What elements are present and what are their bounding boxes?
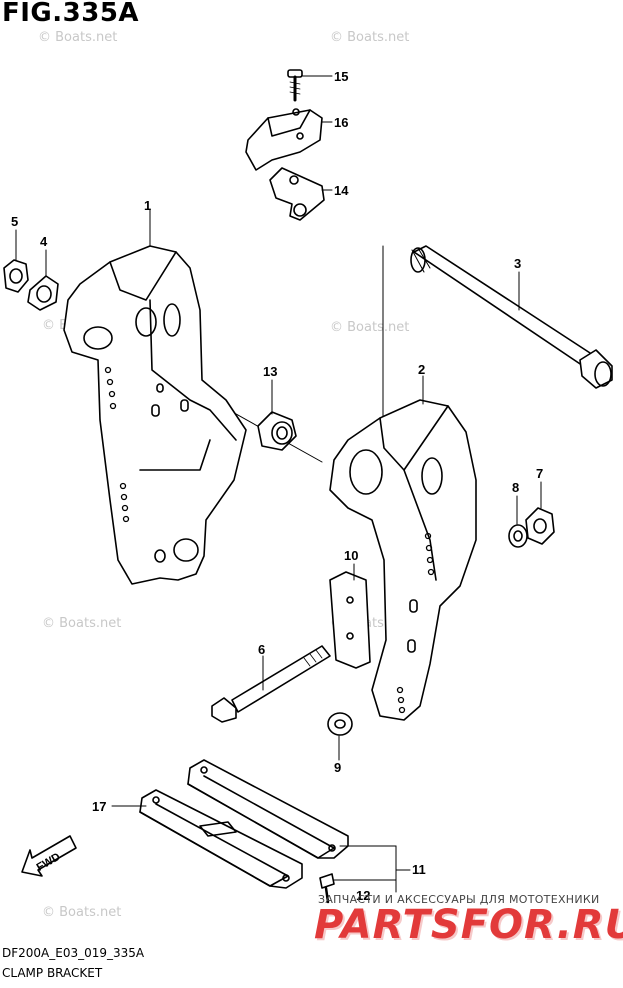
callout-16: 16 [334, 115, 348, 130]
part-12-screw [319, 873, 335, 904]
callout-14: 14 [334, 183, 349, 198]
callout-2: 2 [418, 362, 425, 377]
part-9-washer [327, 712, 353, 736]
part-7-nut [525, 507, 555, 545]
part-3-tilt-tube [410, 245, 613, 389]
promo-tagline: ЗАПЧАСТИ И АКСЕССУАРЫ ДЛЯ МОТОТЕХНИКИ [318, 893, 600, 906]
watermark: © Boats.net [42, 616, 122, 631]
callout-9: 9 [334, 760, 341, 775]
callout-13: 13 [263, 364, 277, 379]
callout-8: 8 [512, 480, 519, 495]
leader-lines [111, 75, 542, 893]
callout-7: 7 [536, 466, 543, 481]
part-10-plate [329, 571, 371, 669]
watermark: © Boats.net [42, 905, 122, 920]
part-15-bolt [287, 69, 303, 102]
promo-brand: PARTSFOR.RU [314, 902, 623, 948]
part-6-bolt [211, 645, 331, 723]
part-11-pad [187, 759, 349, 859]
part-17-pad [139, 789, 303, 889]
part-2-clamp-bracket-right [329, 399, 477, 721]
callout-10: 10 [344, 548, 358, 563]
callout-1: 1 [144, 198, 151, 213]
callout-4: 4 [40, 234, 48, 249]
figure-title: FIG.335A [2, 0, 140, 28]
diagram-code: DF200A_E03_019_335A [2, 946, 145, 960]
callout-12: 12 [356, 888, 370, 903]
callouts: 1 2 3 4 5 6 7 8 9 10 11 12 13 14 15 16 1… [11, 69, 543, 903]
callout-15: 15 [334, 69, 348, 84]
callout-6: 6 [258, 642, 265, 657]
diagram-name: CLAMP BRACKET [2, 966, 103, 980]
part-5-nut [3, 259, 29, 293]
watermark: © Boats.net [330, 320, 410, 335]
watermark: © Boats.net [330, 30, 410, 45]
watermark: © Boats.net [38, 30, 118, 45]
part-1-clamp-bracket-left [63, 245, 247, 585]
callout-3: 3 [514, 256, 521, 271]
callout-17: 17 [92, 799, 106, 814]
part-16-cover [245, 108, 323, 171]
callout-11: 11 [412, 862, 426, 877]
fwd-arrow [21, 835, 77, 877]
part-8-washer [508, 524, 528, 548]
part-14-bracket [269, 167, 325, 221]
callout-5: 5 [11, 214, 18, 229]
part-4-washer [27, 275, 59, 311]
